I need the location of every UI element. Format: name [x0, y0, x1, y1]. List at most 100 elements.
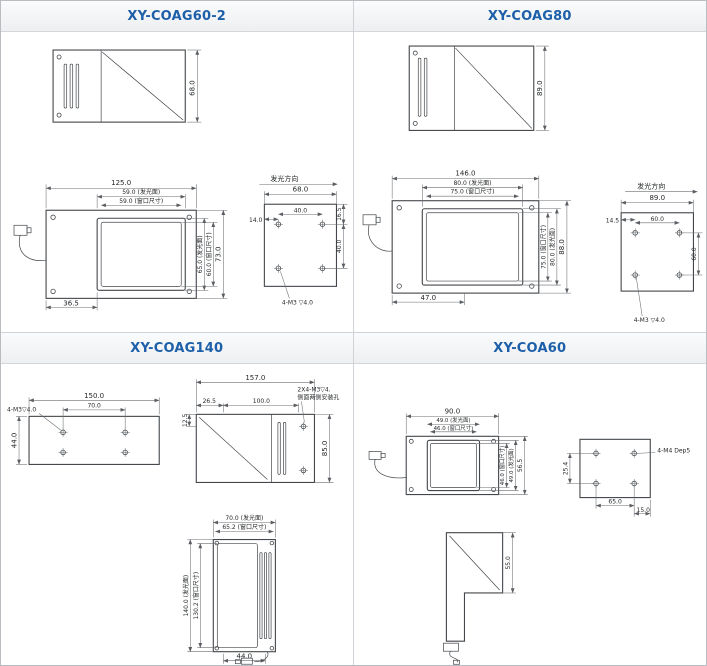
dim-hole-span: 40.0 — [294, 207, 308, 214]
screw-note: 4-M4 Dep5 — [657, 447, 690, 454]
screw-hole — [298, 421, 309, 432]
dim-side-width: 68.0 — [293, 186, 309, 194]
dim-glow-height: 80.0 (发光面) — [548, 228, 556, 266]
dim-offset: 44.0 — [237, 653, 253, 661]
panel-body: 150.0 70.0 44.0 4-M3▽4.0 — [1, 364, 353, 665]
dim-offset: 36.5 — [63, 299, 79, 307]
panel-body: 89.0 146.0 — [354, 32, 707, 332]
screw-hole — [58, 447, 68, 458]
side-view: 157.0 26.5 100.0 12.5 85.0 2X4-M3▽4. — [182, 374, 339, 484]
plan-view: 150.0 70.0 44.0 4-M3▽4.0 — [7, 392, 160, 465]
dim-window-height: 46.0 (窗口尺寸) — [498, 446, 506, 486]
dim-height: 88.0 — [556, 239, 565, 255]
dim-glow-width: 80.0 (发光面) — [453, 179, 491, 187]
front-view: 146.0 80.0 (发光面) 75.0 (窗口尺寸) 75.0 (窗口尺寸)… — [362, 169, 571, 306]
dim-window-width: 59.0 (窗口尺寸) — [119, 197, 163, 205]
screw-note: 4-M3▽4.0 — [7, 406, 36, 413]
coag140-drawing: 150.0 70.0 44.0 4-M3▽4.0 — [7, 374, 339, 665]
panel-body: 90.0 49.0 (发光面) 46.0 (窗口尺寸) 46.0 (窗口尺寸) … — [354, 364, 707, 665]
dim-window-height: 75.0 (窗口尺寸) — [539, 225, 547, 269]
cable-connector — [13, 224, 47, 261]
front-view: 125.0 59.0 (发光面) 59.0 (窗口尺寸) 65.0 (发光面) … — [13, 179, 228, 311]
dim-glow-width: 70.0 (发光面) — [225, 514, 263, 522]
light-direction-label: 发光方向 — [637, 182, 665, 191]
dim-window-width: 65.2 (窗口尺寸) — [222, 523, 266, 531]
top-view: 68.0 — [52, 49, 202, 123]
dim-left-offset: 14.0 — [249, 217, 263, 224]
panel-xy-coag140: XY-COAG140 150.0 70.0 — [1, 333, 354, 665]
side-view: 发光方向 68.0 40.0 14.0 — [249, 174, 348, 306]
panel-xy-coag80: XY-COAG80 89.0 — [353, 1, 707, 333]
screw-hole — [120, 427, 131, 438]
screw-hole — [629, 270, 640, 280]
dim-width: 146.0 — [455, 169, 475, 178]
side-screw-note: 2X4-M3▽4. — [297, 386, 330, 393]
panel-title: XY-COAG140 — [130, 340, 224, 356]
dim-top-offset: 16.5 — [336, 207, 343, 221]
dim-height: 73.0 — [214, 247, 222, 263]
screw-hole — [120, 447, 131, 458]
panel-header: XY-COAG60-2 — [1, 1, 353, 32]
coa60-drawing: 90.0 49.0 (发光面) 46.0 (窗口尺寸) 46.0 (窗口尺寸) … — [368, 407, 690, 665]
dim-back-vspan: 25.4 — [562, 462, 569, 476]
side-view: 55.0 — [442, 532, 516, 665]
dim-depth: 68.0 — [188, 80, 196, 96]
dim-side-hole-span: 100.0 — [253, 398, 270, 405]
back-view: 4-M4 Dep5 25.4 65.0 15.0 — [562, 438, 690, 517]
dim-glow-height: 65.0 (发光面) — [196, 235, 204, 273]
dim-back-hole-span: 65.0 — [608, 499, 622, 506]
screw-hole — [628, 448, 639, 459]
dim-window-height: 60.0 (窗口尺寸) — [205, 232, 213, 276]
side-view: 发光方向 89.0 60.0 14.5 — [605, 182, 702, 324]
dim-glow-width: 49.0 (发光面) — [436, 416, 470, 424]
dim-side-height: 85.0 — [321, 441, 329, 457]
dim-plan-height: 44.0 — [11, 433, 19, 449]
dim-plan-hole-span: 70.0 — [87, 402, 101, 409]
front-view: 70.0 (发光面) 65.2 (窗口尺寸) 140.0 (发光面) 130.2… — [182, 514, 276, 665]
dim-window-width: 46.0 (窗口尺寸) — [433, 424, 473, 432]
dim-side-width: 89.0 — [649, 193, 665, 202]
dim-window-width: 75.0 (窗口尺寸) — [450, 188, 494, 196]
panel-header: XY-COA60 — [353, 333, 706, 364]
dim-window-height: 130.2 (窗口尺寸) — [192, 572, 200, 620]
light-direction-label: 发光方向 — [270, 174, 298, 183]
screw-hole — [298, 465, 309, 476]
dim-glow-width: 59.0 (发光面) — [122, 188, 160, 196]
dim-width: 125.0 — [111, 179, 131, 187]
screw-note: 4-M3 ▽4.0 — [633, 317, 664, 324]
panel-header: XY-COAG140 — [1, 333, 353, 364]
dim-side-width: 157.0 — [245, 374, 265, 382]
coag60-2-drawing: 68.0 125.0 — [13, 49, 348, 311]
panel-title: XY-COAG80 — [487, 8, 572, 24]
side-screw-note-2: 侧面两侧安装孔 — [297, 393, 339, 401]
panel-title: XY-COA60 — [493, 340, 567, 356]
screw-hole — [273, 263, 284, 274]
cable-connector — [362, 214, 392, 252]
panel-title: XY-COAG60-2 — [127, 8, 227, 24]
cable-connector — [234, 651, 269, 665]
dim-width: 90.0 — [444, 407, 460, 416]
coag80-drawing: 89.0 146.0 — [362, 45, 702, 324]
dim-side-top-offset: 12.5 — [182, 414, 189, 428]
front-view: 90.0 49.0 (发光面) 46.0 (窗口尺寸) 46.0 (窗口尺寸) … — [368, 407, 528, 496]
dim-glow-height: 140.0 (发光面) — [182, 575, 190, 617]
screw-note: 4-M3 ▽4.0 — [282, 299, 313, 306]
dim-glow-height: 49.0 (发光面) — [507, 448, 515, 482]
dim-offset: 47.0 — [420, 293, 436, 302]
panel-xy-coag60-2: XY-COAG60-2 68.0 — [1, 1, 354, 333]
dim-height: 56.5 — [517, 459, 524, 473]
dim-hole-vspan: 40.0 — [336, 239, 343, 253]
dim-hole-vspan: 60.0 — [690, 247, 697, 261]
screw-hole — [629, 227, 640, 238]
panel-xy-coa60: XY-COA60 90.0 — [353, 333, 707, 665]
cable-connector — [368, 451, 406, 479]
dim-side-offset: 26.5 — [203, 398, 217, 405]
panel-header: XY-COAG80 — [353, 1, 706, 32]
dim-plan-width: 150.0 — [84, 392, 104, 400]
top-view: 89.0 — [408, 45, 549, 131]
dim-depth: 89.0 — [534, 80, 543, 96]
dim-hole-span: 60.0 — [650, 216, 664, 223]
dim-left-offset: 14.5 — [605, 217, 619, 224]
panel-body: 68.0 125.0 — [1, 32, 353, 332]
